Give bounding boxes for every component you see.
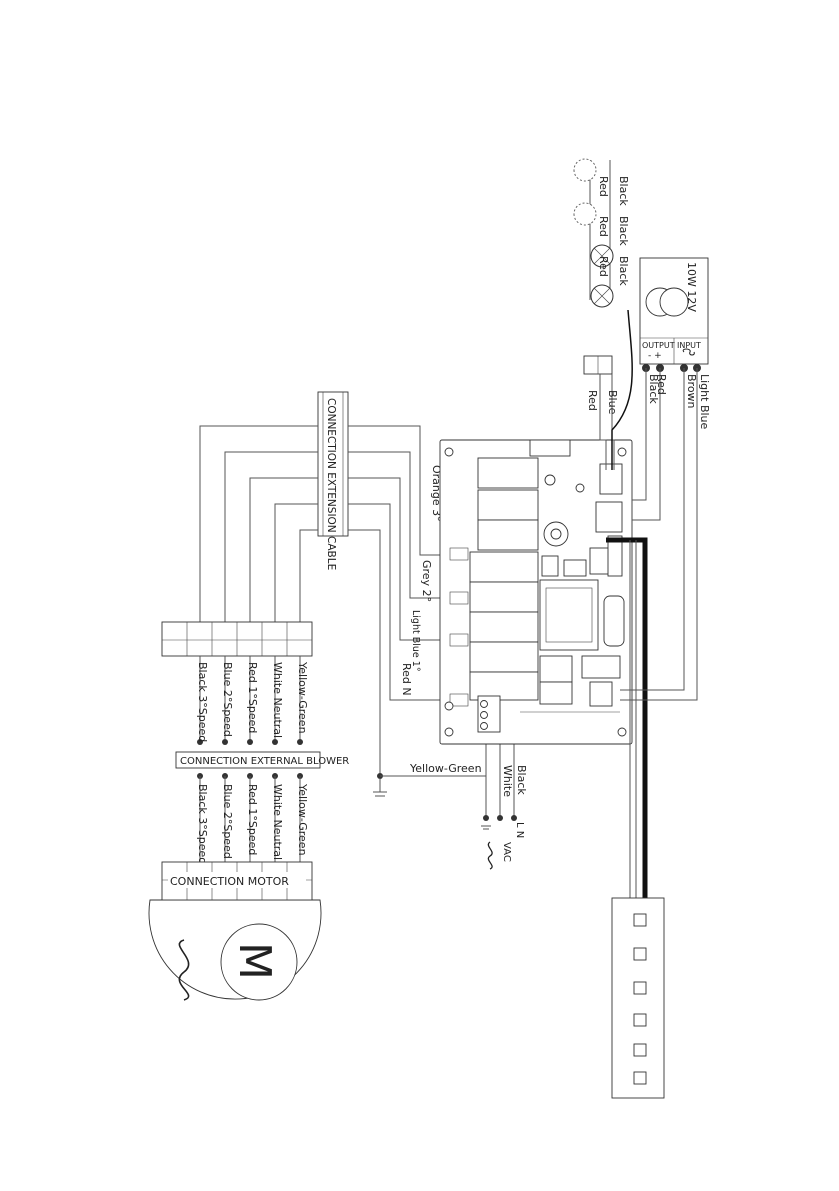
board-wire-label: Red N xyxy=(400,663,413,696)
lamp-icon xyxy=(573,202,597,226)
lamp-wire-label: Red xyxy=(597,176,610,197)
board-wire-labels: Orange 3° Grey 2° Light Blue 1° Red N xyxy=(400,465,443,696)
mains-wire-label: White xyxy=(501,765,514,797)
transformer-output-pins: - + xyxy=(648,351,662,361)
control-panel xyxy=(611,897,665,1099)
keypad-button xyxy=(633,1071,647,1085)
blower-wire-label: Yellow-Green xyxy=(296,661,309,734)
transformer-rating: 10W 12V xyxy=(685,262,698,312)
mains-wire-label: Black xyxy=(515,765,528,795)
blower-terminal-block xyxy=(161,621,313,657)
keypad-button xyxy=(633,913,647,927)
lamp-wire-label: Red xyxy=(597,216,610,237)
lamp-cable: Blue Red xyxy=(583,309,633,470)
motor-wire-label: Black 3°Speed xyxy=(196,784,209,864)
external-blower-box: CONNECTION EXTERNAL BLOWER xyxy=(175,751,349,769)
board-wire-label: Grey 2° xyxy=(420,560,433,602)
lamp-icon xyxy=(573,158,597,182)
motor-wire-label: Yellow-Green xyxy=(296,783,309,856)
blower-wire-label: White Neutral xyxy=(271,662,284,738)
lamp-wire-label: Black xyxy=(617,256,630,286)
lamp-cable-label: Red xyxy=(586,390,599,411)
keypad-button xyxy=(633,981,647,995)
lamp-transformer: 10W 12V OUTPUT INPUT - + xyxy=(639,257,709,372)
extension-to-blower-wires xyxy=(199,425,318,622)
extension-cable-label: CONNECTION EXTENSION CABLE xyxy=(325,398,337,570)
blower-wire-label: Black 3°Speed xyxy=(196,662,209,742)
lamp-cable-label: Blue xyxy=(606,390,619,415)
transformer-wire-label: Red xyxy=(655,374,668,395)
mains-wires: Yellow-Green White Black L N VAC xyxy=(373,732,528,870)
transformer-wire-label: Brown xyxy=(685,374,698,409)
blower-wire-label: Blue 2°Speed xyxy=(221,662,234,737)
transformer-wire-label: Light Blue xyxy=(698,374,711,430)
extension-cable-connector: CONNECTION EXTENSION CABLE xyxy=(317,391,349,570)
motor-symbol: M xyxy=(229,942,280,980)
motor-wire-label: Red 1°Speed xyxy=(246,784,259,855)
lamp-wire-label: Red xyxy=(597,256,610,277)
board-wire-label: Light Blue 1° xyxy=(410,610,421,672)
motor: CONNECTION MOTOR M xyxy=(148,861,322,1001)
keypad-button xyxy=(633,1043,647,1057)
motor-wires: Black 3°Speed Blue 2°Speed Red 1°Speed W… xyxy=(196,773,309,864)
external-blower-label: CONNECTION EXTERNAL BLOWER xyxy=(180,756,349,767)
motor-wire-label: White Neutral xyxy=(271,784,284,860)
keypad-button xyxy=(633,1013,647,1027)
halogen-lamps: Black Black Black Red Red Red xyxy=(573,158,630,308)
ac-tilde-icon xyxy=(682,348,695,356)
motor-label: CONNECTION MOTOR xyxy=(170,875,289,888)
blower-wires: Black 3°Speed Blue 2°Speed Red 1°Speed W… xyxy=(196,656,309,745)
transformer-wires: Red Black Brown Light Blue xyxy=(620,368,711,701)
mains-pins-label: L N xyxy=(514,822,525,838)
motor-wire-label: Blue 2°Speed xyxy=(221,784,234,859)
lamp-wire-label: Black xyxy=(617,216,630,246)
transformer-input-label: INPUT xyxy=(677,341,701,350)
ac-tilde-icon xyxy=(178,939,190,1001)
transformer-output-label: OUTPUT xyxy=(642,341,675,350)
ac-tilde-icon xyxy=(487,841,493,870)
transformer-wire-label: Black xyxy=(647,374,660,404)
control-board xyxy=(439,439,633,745)
ground-wire-label: Yellow-Green xyxy=(409,762,482,775)
keypad-button xyxy=(633,947,647,961)
blower-wire-label: Red 1°Speed xyxy=(246,662,259,733)
mains-vac-label: VAC xyxy=(501,842,512,862)
panel-cable xyxy=(606,537,648,898)
extension-to-board-wires xyxy=(348,425,445,776)
lamp-wire-label: Black xyxy=(617,176,630,206)
